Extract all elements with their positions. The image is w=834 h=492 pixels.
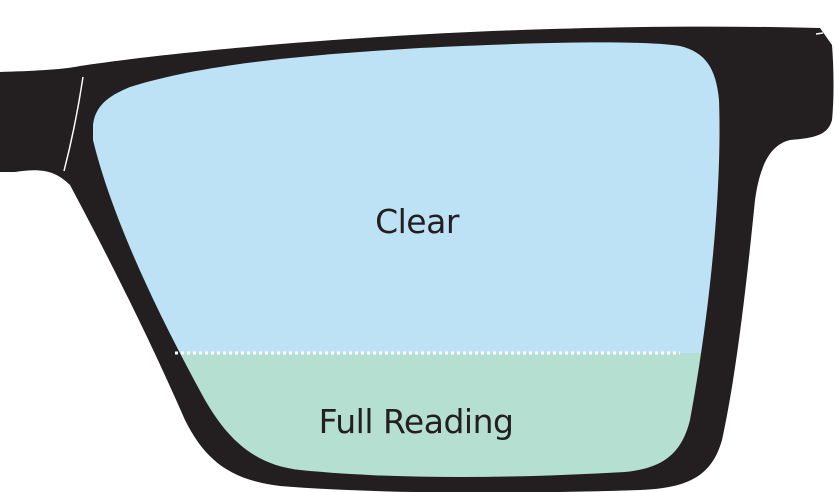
clear-zone-label: Clear [375,202,459,241]
clear-zone [93,42,720,353]
full-reading-zone-label: Full Reading [318,402,514,441]
hinge-highlight [815,32,824,35]
frame-highlight [63,76,84,172]
